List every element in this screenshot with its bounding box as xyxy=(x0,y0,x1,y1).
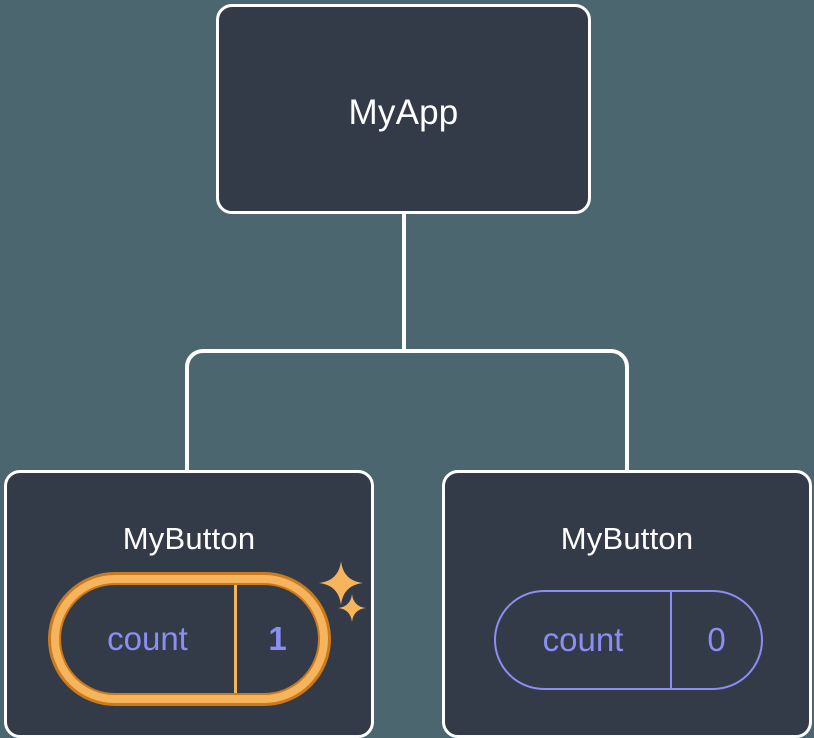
state-pill-left[interactable]: count 1 xyxy=(59,583,320,695)
component-label-myapp: MyApp xyxy=(348,93,459,132)
state-key-right: count xyxy=(496,592,672,688)
state-pill-right-wrapper: count 0 xyxy=(494,590,763,690)
component-node-myapp[interactable]: MyApp xyxy=(216,4,591,214)
state-value-left: 1 xyxy=(268,620,287,657)
state-key-left: count xyxy=(61,585,237,693)
state-value-right: 0 xyxy=(707,621,726,658)
component-label-mybutton-right: MyButton xyxy=(560,521,694,556)
connector-branch-left xyxy=(185,349,404,471)
state-pill-left-wrapper: count 1 xyxy=(48,572,331,706)
state-pill-highlight-ring: count 1 xyxy=(48,572,331,706)
state-pill-right[interactable]: count 0 xyxy=(494,590,763,690)
connector-branch-right xyxy=(404,349,629,471)
component-label-mybutton-left: MyButton xyxy=(122,521,256,556)
